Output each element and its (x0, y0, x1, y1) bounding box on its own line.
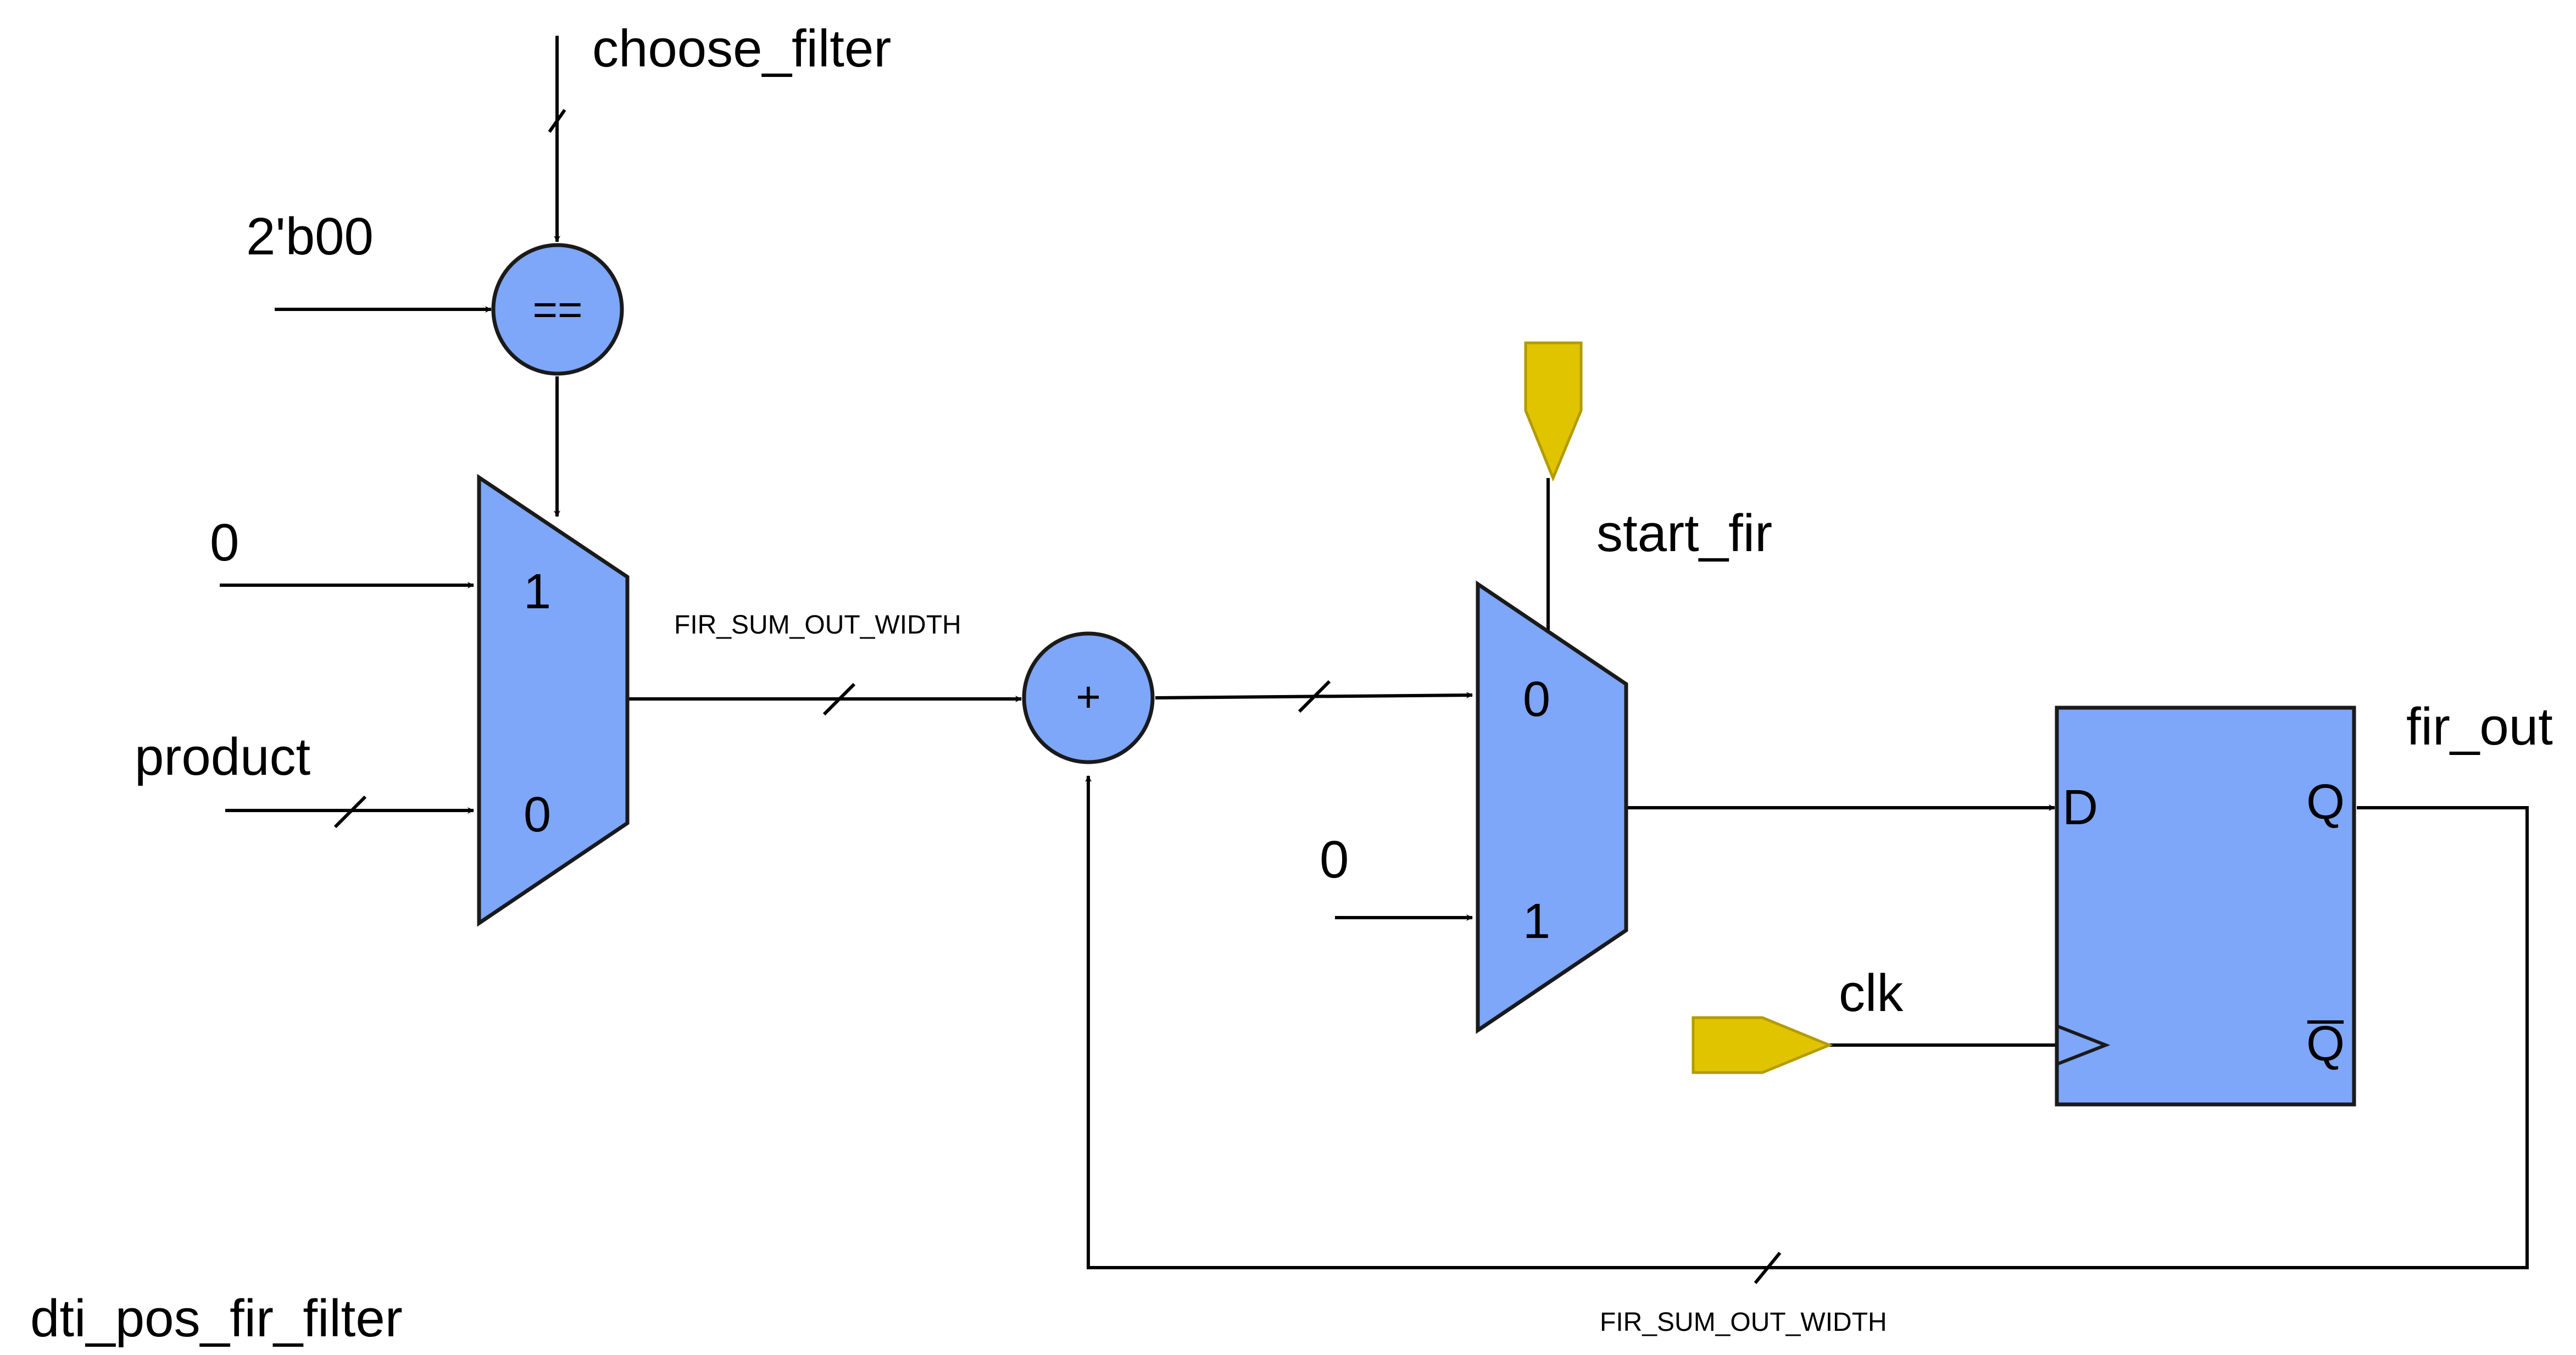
comparator-symbol: == (532, 285, 582, 334)
start-fir-input-port (1524, 341, 1583, 482)
mux2-port-0-label: 0 (1523, 672, 1550, 727)
product-label: product (135, 728, 310, 786)
d-flip-flop (2055, 706, 2356, 1107)
bus-slash (548, 109, 566, 133)
dff-q-port-label: Q (2306, 775, 2345, 830)
mux1-port-1-label: 1 (524, 564, 551, 619)
bus-slash (1754, 1252, 1782, 1284)
const-2b00-label: 2'b00 (246, 207, 374, 266)
mux2-port-1-label: 1 (1523, 894, 1550, 949)
choose-filter-label: choose_filter (592, 19, 891, 78)
dff-qbar-port-label: Q (2306, 1017, 2345, 1071)
equality-comparator (491, 243, 624, 376)
start-fir-label: start_fir (1596, 504, 1772, 563)
clk-input-port (1692, 1016, 1833, 1074)
sum-width-label-bottom: FIR_SUM_OUT_WIDTH (1600, 1308, 1887, 1337)
diagram-title: dti_pos_fir_filter (30, 1289, 403, 1348)
adder-symbol: + (1076, 673, 1101, 721)
bus-slash (333, 795, 367, 829)
bus-slash (1298, 680, 1331, 713)
adder (1022, 631, 1155, 764)
mux1-const-0-label: 0 (210, 513, 239, 572)
mux-1 (477, 474, 630, 927)
fir-out-label: fir_out (2406, 697, 2553, 756)
mux2-const-0-label: 0 (1320, 830, 1349, 889)
dff-d-port-label: D (2062, 780, 2098, 835)
mux1-port-0-label: 0 (524, 787, 551, 842)
feedback-wire (1085, 775, 2529, 1269)
clock-input-triangle (2057, 1025, 2111, 1065)
sum-width-label-top: FIR_SUM_OUT_WIDTH (674, 610, 961, 640)
mux-2 (1476, 580, 1628, 1034)
clk-label: clk (1839, 964, 1904, 1023)
bus-slash (822, 682, 856, 716)
